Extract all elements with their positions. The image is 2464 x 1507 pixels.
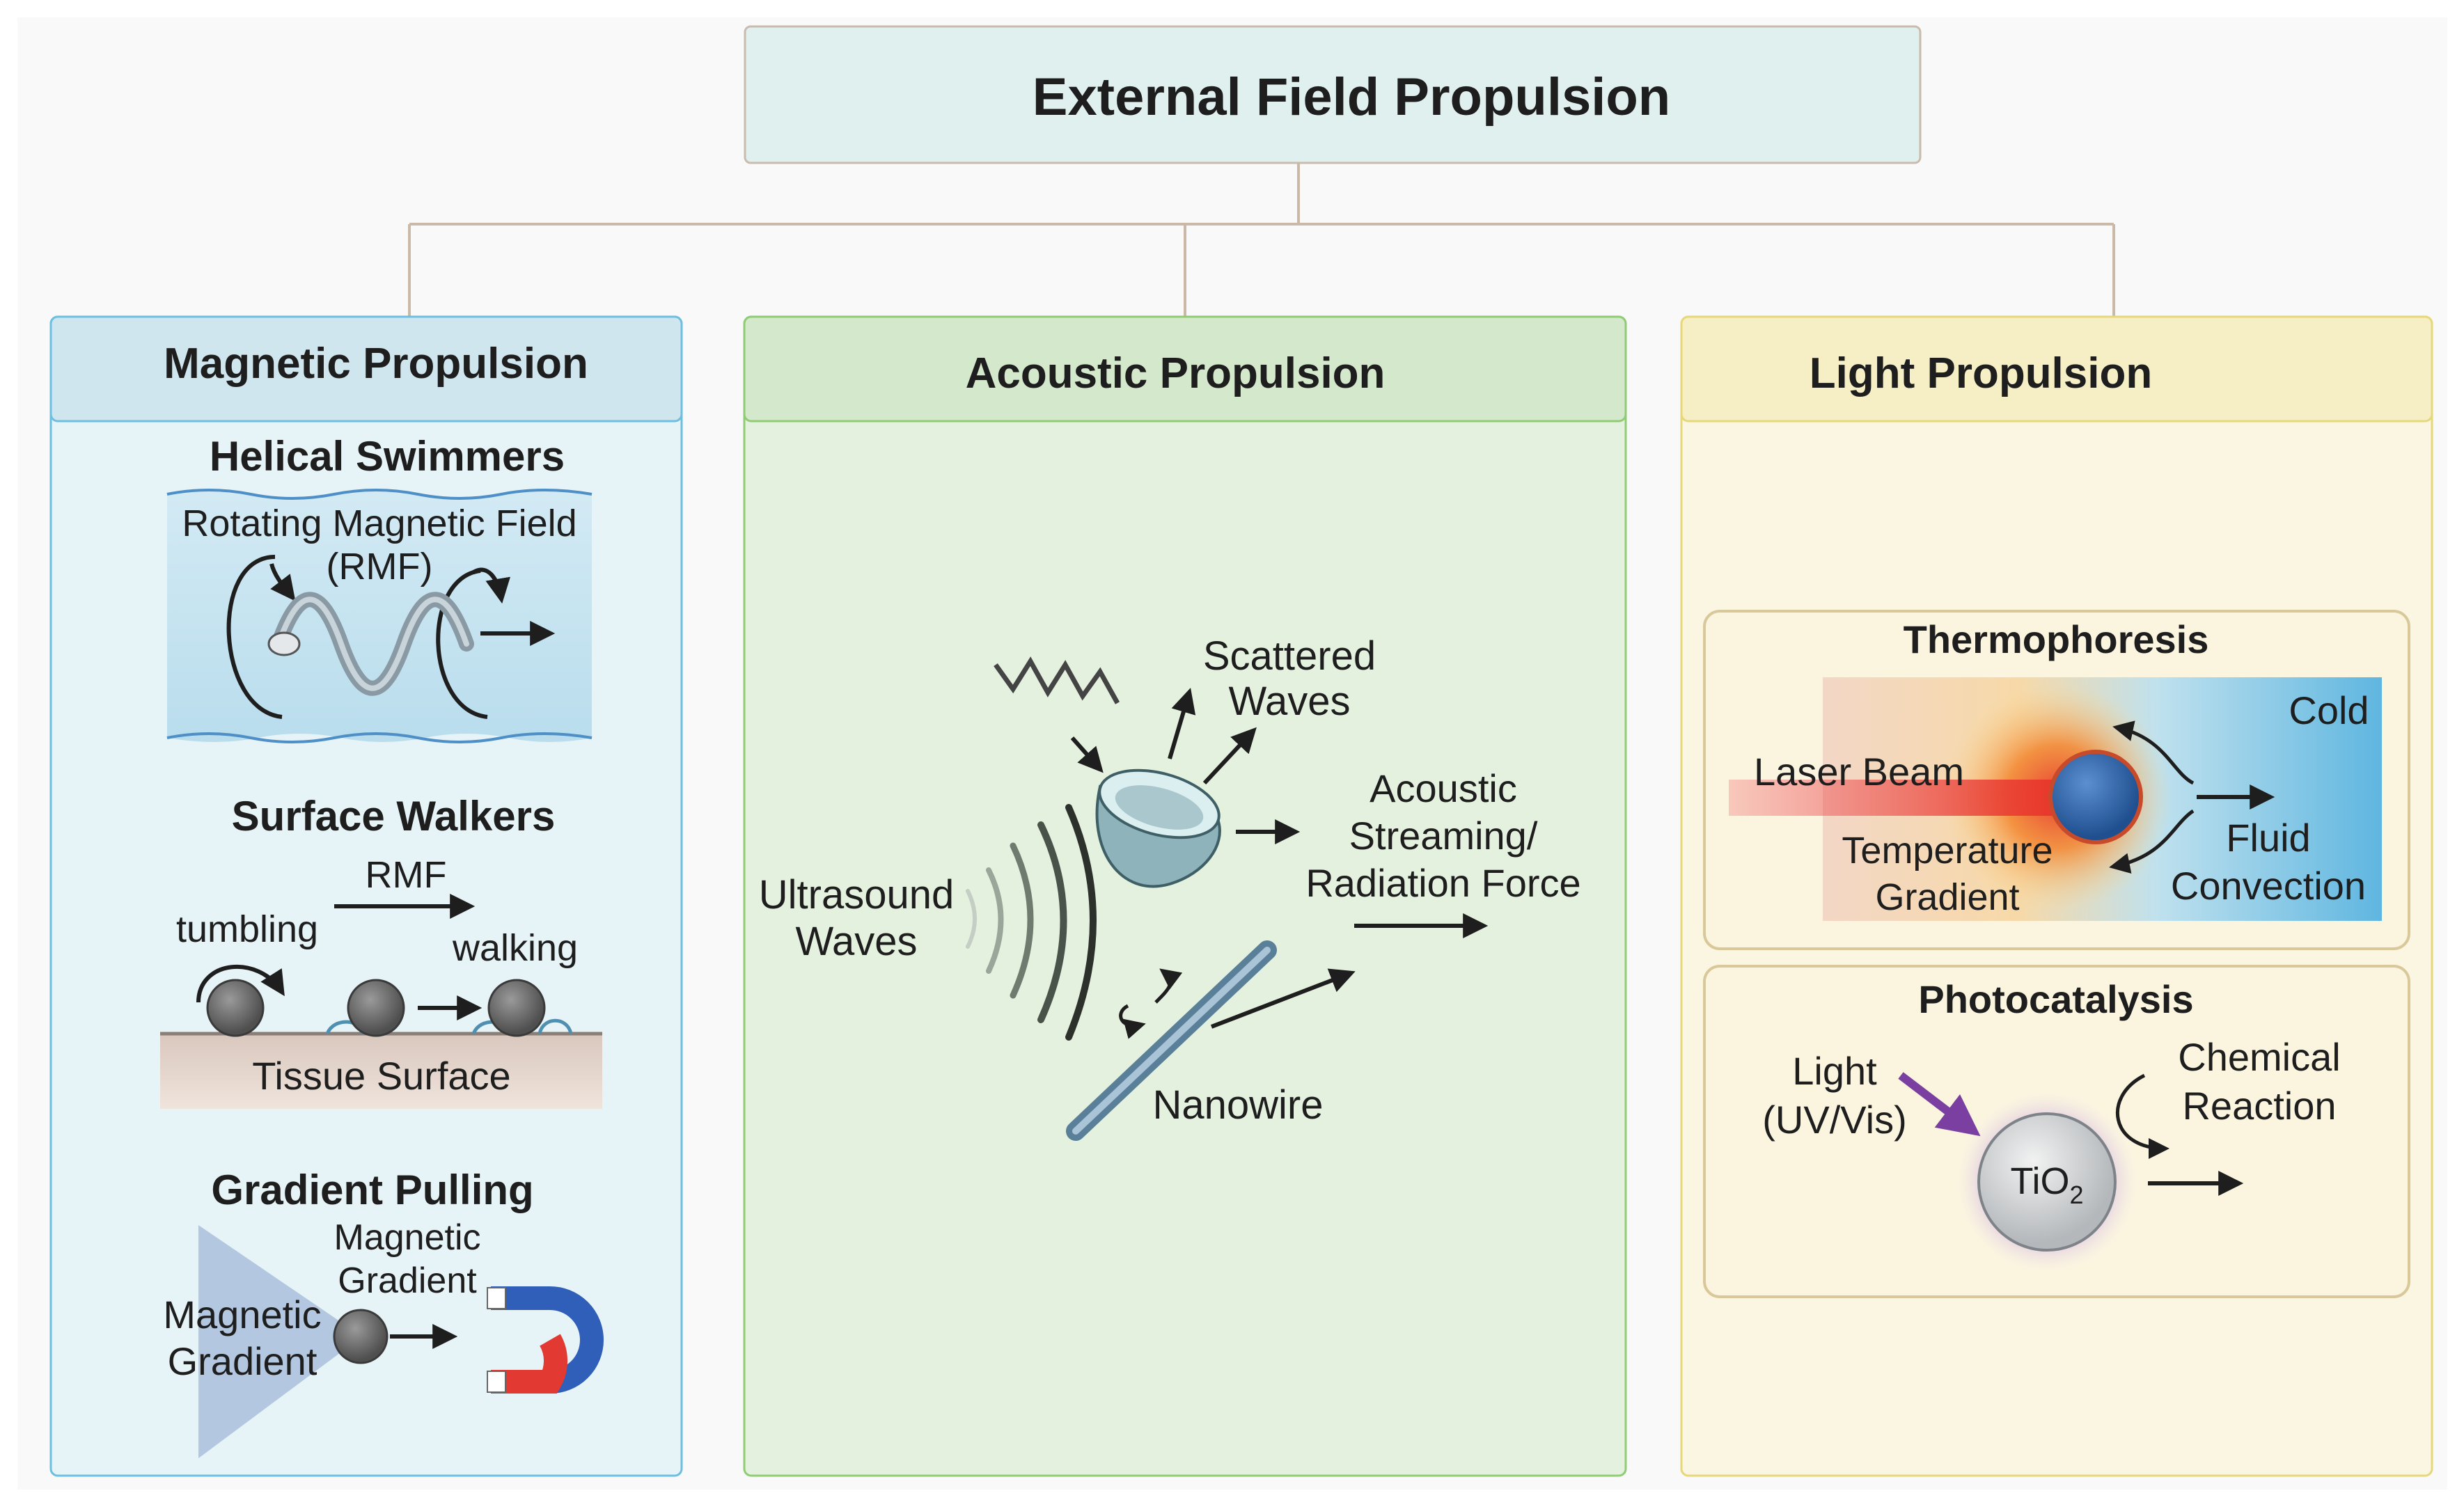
tissue-surface-label: Tissue Surface xyxy=(252,1054,510,1098)
walking-particle-2-icon xyxy=(487,979,546,1037)
tumbling-label: tumbling xyxy=(176,908,318,950)
chem-line1: Chemical xyxy=(2178,1035,2340,1079)
gradient-top-line1: Magnetic xyxy=(334,1217,481,1258)
photocatalysis-title: Photocatalysis xyxy=(1918,977,2193,1021)
rotation-arrow-left-icon xyxy=(226,555,283,719)
ultrasound-line1: Ultrasound xyxy=(759,872,954,917)
laser-beam xyxy=(1729,780,2056,816)
walkers-rmf-label: RMF xyxy=(366,854,447,896)
convection-arrow-top-icon xyxy=(2112,720,2195,785)
incident-wave-icon xyxy=(994,656,1120,704)
rmf-label-line2: (RMF) xyxy=(327,546,433,587)
scattered-line2: Waves xyxy=(1228,679,1350,724)
ultrasound-line2: Waves xyxy=(795,919,917,964)
gradient-title: Gradient Pulling xyxy=(211,1167,533,1213)
magnet-icon xyxy=(487,1286,604,1394)
helical-water xyxy=(167,490,592,742)
tissue-surface xyxy=(160,1034,602,1109)
tio2-particle-icon xyxy=(1977,1112,2117,1252)
light-arrow-icon xyxy=(1898,1072,1981,1137)
fluid-line1: Fluid xyxy=(2226,816,2310,860)
acoustic-panel: Acoustic Propulsion Scattered Waves Acou… xyxy=(743,315,1627,1477)
magnetic-panel: Magnetic Propulsion Helical Swimmers Rot… xyxy=(49,315,683,1477)
streaming-line1: Acoustic xyxy=(1370,766,1517,810)
convection-arrow-bottom-icon xyxy=(2109,809,2195,874)
light-header-box xyxy=(1680,315,2433,423)
tio2-label: TiO2 xyxy=(2010,1160,2083,1209)
walking-particle-1-icon xyxy=(347,979,405,1037)
ultrasound-waves-icon xyxy=(966,804,1097,1041)
helical-title: Helical Swimmers xyxy=(210,433,565,480)
light-header: Light Propulsion xyxy=(1810,349,2153,397)
magnetic-header: Magnetic Propulsion xyxy=(164,340,588,388)
light-panel: Light Propulsion Thermophoresis Cold Las… xyxy=(1680,315,2433,1477)
rotation-arrow-right-icon xyxy=(436,569,488,719)
magnetic-header-box xyxy=(49,315,683,423)
fluid-line2: Convection xyxy=(2171,864,2366,908)
streaming-line2: Streaming/ xyxy=(1349,814,1538,858)
light-source-line1: Light xyxy=(1792,1049,1877,1093)
light-source-line2: (UV/Vis) xyxy=(1762,1098,1906,1142)
acoustic-header: Acoustic Propulsion xyxy=(966,349,1386,397)
gradient-left-line1: Magnetic xyxy=(163,1293,321,1336)
gradient-particle-icon xyxy=(333,1309,389,1364)
scatter-arrow-1-icon xyxy=(1168,688,1196,759)
connector-lines xyxy=(408,163,2115,317)
title-box xyxy=(744,25,1922,164)
rmf-label-line1: Rotating Magnetic Field xyxy=(182,503,576,544)
scattered-line1: Scattered xyxy=(1203,633,1376,679)
scatter-arrow-2-icon xyxy=(1202,727,1257,785)
janus-particle-icon xyxy=(2048,750,2143,844)
acoustic-header-box xyxy=(743,315,1627,423)
chem-line2: Reaction xyxy=(2182,1084,2336,1128)
janus-cup-icon xyxy=(1095,768,1221,888)
reaction-arrow-icon xyxy=(2116,1073,2169,1159)
gradient-left-line2: Gradient xyxy=(168,1339,317,1383)
laser-label: Laser Beam xyxy=(1754,750,1964,794)
temp-gradient-line2: Gradient xyxy=(1875,876,2019,918)
cold-label: Cold xyxy=(2289,688,2369,732)
tumbling-particle-icon xyxy=(206,979,265,1037)
nanowire-label: Nanowire xyxy=(1153,1082,1324,1128)
temp-gradient-line1: Temperature xyxy=(1842,830,2053,871)
streaming-line3: Radiation Force xyxy=(1305,861,1580,905)
gradient-top-line2: Gradient xyxy=(338,1261,477,1301)
tumbling-arrow-icon xyxy=(196,964,285,1003)
walking-label: walking xyxy=(452,927,578,969)
walkers-title: Surface Walkers xyxy=(232,793,556,839)
page-title: External Field Propulsion xyxy=(1033,68,1670,127)
thermophoresis-title: Thermophoresis xyxy=(1904,617,2209,661)
gradient-cone xyxy=(198,1225,362,1458)
nanowire-rotation-icon xyxy=(1119,1004,1146,1039)
nanowire-motion-arrow-icon xyxy=(1210,968,1356,1029)
